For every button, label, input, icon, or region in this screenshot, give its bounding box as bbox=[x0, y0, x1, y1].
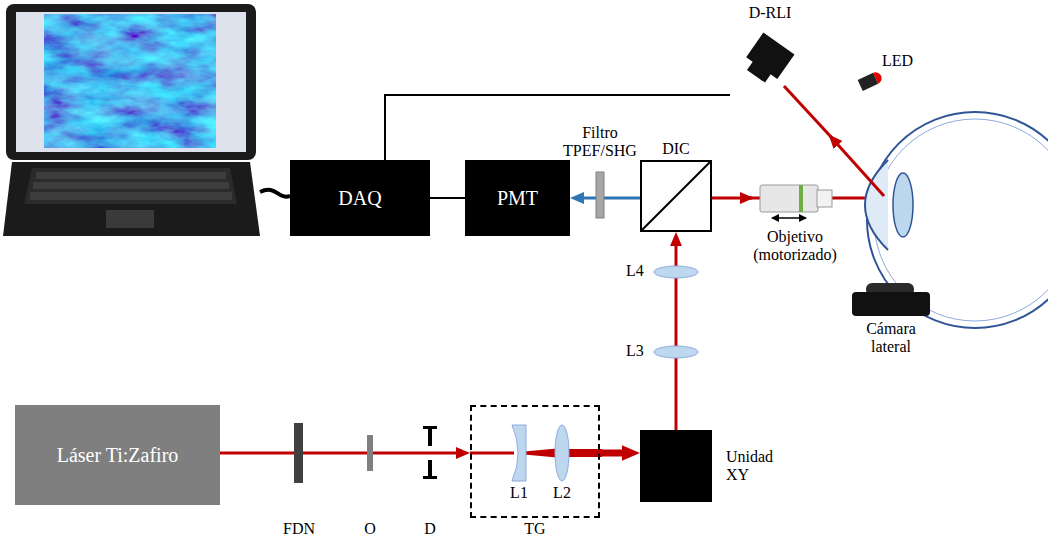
node-label: DAQ bbox=[338, 187, 381, 210]
lens-l2 bbox=[555, 425, 569, 481]
part-label: D bbox=[405, 520, 455, 538]
motion-arrow bbox=[772, 217, 806, 219]
objective-label: Objetivo (motorizado) bbox=[742, 228, 848, 265]
tissue-image bbox=[44, 14, 216, 148]
neutral-density-filter bbox=[294, 423, 303, 483]
text-group: TG bbox=[524, 520, 545, 538]
light-beam bbox=[578, 197, 640, 200]
dichroic-cube: DIC bbox=[640, 140, 712, 232]
text-group: D-RLI bbox=[749, 4, 792, 22]
text-group: PMT bbox=[497, 187, 538, 210]
laser-beam bbox=[470, 452, 514, 455]
diaphragm bbox=[423, 426, 437, 479]
filter-label: Filtro TPEF/SHG bbox=[555, 124, 645, 161]
lens-label: L2 bbox=[546, 484, 578, 502]
lens-label: L4 bbox=[626, 262, 654, 280]
excitation-beam bbox=[712, 197, 752, 200]
part-label: FDN bbox=[274, 520, 324, 538]
splitter-diagonal bbox=[642, 162, 710, 230]
reflected-beam bbox=[784, 86, 832, 138]
detector-device bbox=[732, 22, 808, 94]
pmt-box: PMT bbox=[465, 160, 570, 236]
scanner-block bbox=[640, 430, 712, 502]
lens-label: L3 bbox=[626, 342, 654, 360]
light-beam bbox=[220, 452, 462, 455]
telescope-group: TG bbox=[470, 405, 600, 540]
expanding-beam bbox=[524, 449, 557, 458]
text-group: DAQ bbox=[338, 187, 381, 210]
laptop-screen bbox=[6, 4, 256, 160]
node-label: Láser Ti:Zafiro bbox=[57, 444, 179, 467]
keyboard bbox=[24, 168, 237, 204]
text-group: DIC bbox=[662, 140, 690, 158]
light-beam bbox=[600, 450, 629, 457]
touchpad bbox=[106, 210, 154, 228]
screen-ground bbox=[16, 12, 246, 152]
node-label: PMT bbox=[497, 187, 538, 210]
node-label: DIC bbox=[662, 140, 690, 158]
side-camera bbox=[852, 283, 930, 316]
lens-label: L1 bbox=[503, 484, 535, 502]
arrowhead-carrier bbox=[570, 198, 571, 199]
led-source bbox=[858, 70, 884, 91]
camera-label: Cámara lateral bbox=[851, 320, 931, 357]
laptop-illustration bbox=[3, 4, 290, 236]
node-label: D-RLI bbox=[749, 4, 792, 22]
lens-l4 bbox=[654, 266, 698, 278]
emission-filter bbox=[596, 172, 604, 218]
beam-splitter-cube bbox=[640, 160, 712, 232]
text-group: Unidad XY bbox=[726, 448, 788, 485]
usb-cable bbox=[260, 190, 290, 197]
detector-lens bbox=[747, 61, 771, 83]
reflected-beam bbox=[830, 136, 884, 196]
signal-wire bbox=[430, 197, 465, 199]
retinal-detector: D-RLI bbox=[730, 4, 810, 100]
part-label: O bbox=[345, 520, 395, 538]
lens-l1 bbox=[512, 425, 526, 481]
objective-lens bbox=[760, 185, 832, 212]
scanner-unit: Unidad XY bbox=[640, 430, 790, 502]
daq-box: DAQ bbox=[290, 160, 430, 236]
arrowhead-carrier bbox=[676, 232, 677, 233]
lens-l3 bbox=[654, 346, 698, 358]
led-label: LED bbox=[882, 52, 932, 70]
splitter-diagonal bbox=[642, 162, 710, 230]
node-label: Unidad XY bbox=[726, 448, 788, 485]
signal-wire bbox=[385, 95, 730, 160]
text-group: Láser Ti:Zafiro bbox=[57, 444, 179, 467]
optic-element bbox=[367, 435, 373, 471]
dashed-frame bbox=[470, 405, 600, 518]
keyboard-keys bbox=[30, 172, 232, 200]
laser-box: Láser Ti:Zafiro bbox=[15, 405, 220, 505]
node-label: TG bbox=[524, 520, 545, 538]
laptop-base bbox=[3, 162, 260, 236]
